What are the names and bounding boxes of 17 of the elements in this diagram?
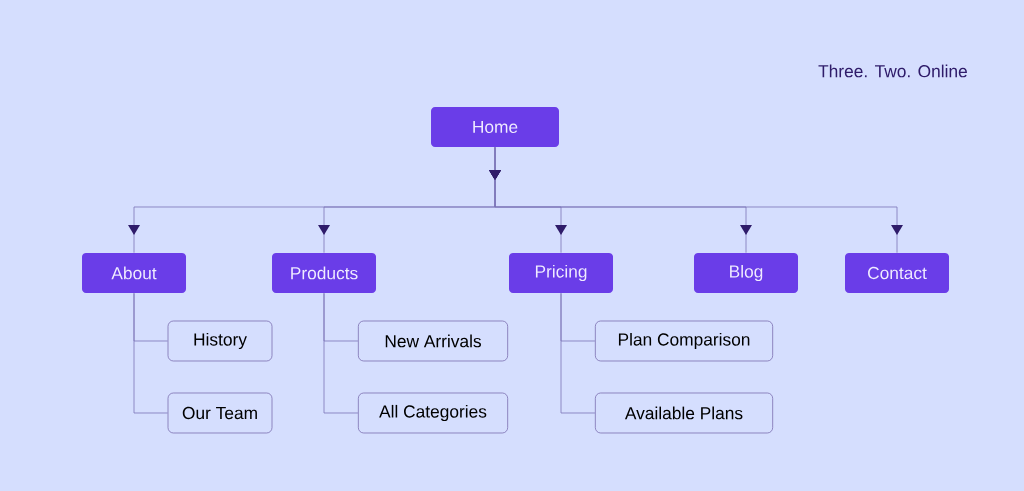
page-box: Contact bbox=[845, 253, 949, 293]
page-box: Products bbox=[272, 253, 376, 293]
connector bbox=[560, 292, 596, 414]
subpage-box: Plan Comparison bbox=[594, 320, 774, 362]
connector bbox=[489, 146, 903, 254]
subpage-box: All Categories bbox=[357, 392, 509, 434]
subpage-box: Available Plans bbox=[594, 392, 774, 434]
page-box: Home bbox=[431, 107, 559, 147]
subpage-box: Our Team bbox=[167, 392, 273, 434]
tagline: Three. Two. Online bbox=[818, 64, 967, 78]
page-box: Pricing bbox=[509, 253, 613, 293]
page-box: About bbox=[82, 253, 186, 293]
connector bbox=[323, 292, 359, 414]
subpage-box: History bbox=[167, 320, 273, 362]
subpage-box: New Arrivals bbox=[357, 320, 509, 362]
connector bbox=[133, 292, 168, 414]
page-box: Blog bbox=[694, 253, 798, 293]
